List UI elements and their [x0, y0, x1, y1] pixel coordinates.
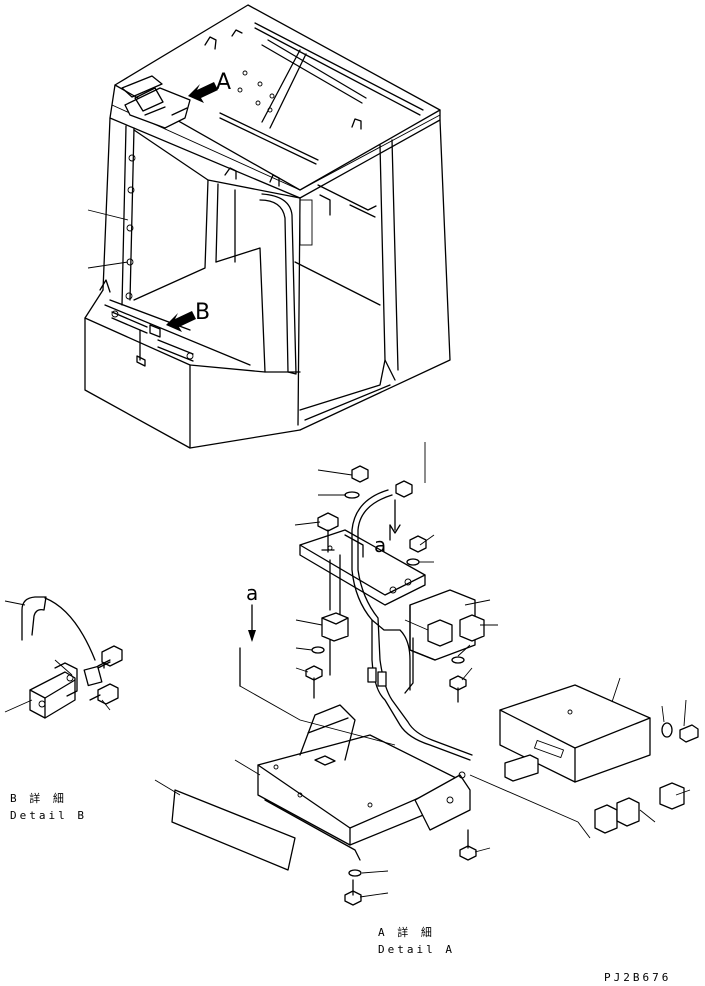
detail-b-title-en: Detail B	[10, 809, 87, 822]
door-frame	[259, 193, 297, 375]
cab-lower-body	[84, 289, 301, 449]
drawing-code: PJ2B676	[604, 971, 672, 984]
detail-a-cover-plate	[171, 789, 296, 871]
detail-b-title-jp: B 詳 細	[10, 792, 67, 805]
detail-a-drawing	[154, 442, 699, 906]
detail-a-relay-right	[459, 614, 485, 642]
ref-label-a-upper: a	[374, 533, 387, 557]
arrow-a-icon	[188, 82, 218, 103]
roof-controller-bracket	[124, 87, 191, 129]
wire-harness	[351, 489, 471, 761]
harness-clamp	[21, 596, 47, 641]
detail-a-title-jp: A 詳 細	[378, 926, 435, 939]
detail-b-drawing	[4, 596, 123, 719]
detail-a-title-en: Detail A	[378, 943, 455, 956]
detail-a-connector	[594, 804, 618, 834]
view-label-b: B	[195, 300, 211, 325]
view-label-a: A	[216, 70, 232, 95]
leader-line	[87, 209, 129, 221]
cab-assembly	[84, 4, 451, 449]
arrow-b-icon	[166, 311, 196, 332]
roof-cross-line	[261, 44, 363, 104]
ref-label-a-lower: a	[246, 581, 259, 605]
detail-a-upper-bracket	[299, 529, 426, 596]
detail-a-controller-box	[499, 684, 651, 749]
detail-a-relay-left	[321, 612, 349, 642]
left-pillar	[102, 117, 111, 291]
